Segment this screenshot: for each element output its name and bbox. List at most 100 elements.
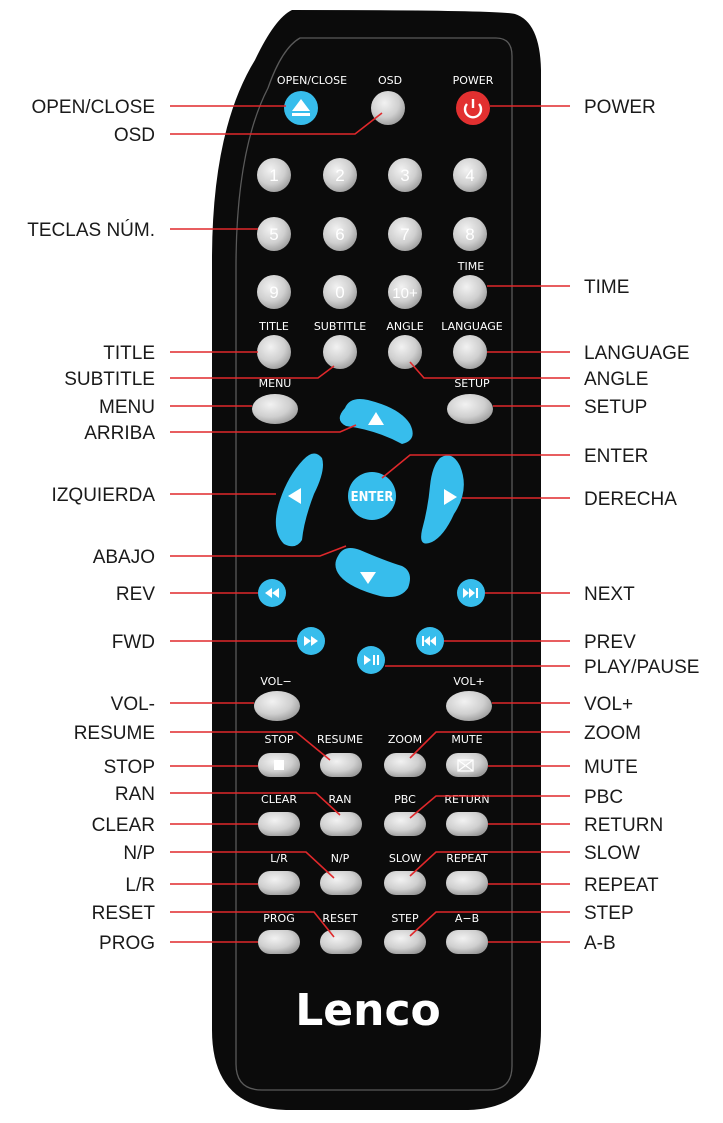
slow-button[interactable] bbox=[384, 871, 426, 895]
time-button[interactable] bbox=[453, 275, 487, 309]
reset-button[interactable] bbox=[320, 930, 362, 954]
lr-label: L/R bbox=[270, 852, 288, 865]
enter-button[interactable]: ENTER bbox=[348, 472, 396, 520]
callout-slow: SLOW bbox=[584, 843, 640, 864]
prog-button[interactable] bbox=[258, 930, 300, 954]
angle-label: ANGLE bbox=[386, 320, 423, 333]
callout-reset: RESET bbox=[92, 903, 156, 924]
zoom-button[interactable] bbox=[384, 753, 426, 777]
step-label: STEP bbox=[391, 912, 419, 925]
number-pad: 1 2 3 4 5 6 7 8 9 0 10+ bbox=[257, 158, 487, 309]
digit-button-8[interactable]: 8 bbox=[453, 217, 487, 251]
callout-teclas-num: TECLAS NÚM. bbox=[27, 219, 155, 241]
next-icon bbox=[463, 588, 469, 598]
angle-button[interactable] bbox=[388, 335, 422, 369]
play-pause-button[interactable] bbox=[357, 646, 385, 674]
power-label: POWER bbox=[453, 74, 494, 87]
left-button[interactable] bbox=[275, 453, 323, 547]
vol-minus-button[interactable] bbox=[254, 691, 300, 721]
prog-label: PROG bbox=[263, 912, 294, 925]
digit-button-5[interactable]: 5 bbox=[257, 217, 291, 251]
subtitle-button[interactable] bbox=[323, 335, 357, 369]
remote-inner-outline bbox=[235, 37, 513, 1091]
next-button[interactable] bbox=[457, 579, 485, 607]
callout-play-pause: PLAY/PAUSE bbox=[584, 657, 699, 678]
vol-plus-label: VOL+ bbox=[453, 675, 484, 688]
rewind-icon bbox=[265, 588, 272, 598]
fwd-button[interactable] bbox=[297, 627, 325, 655]
up-button[interactable] bbox=[339, 399, 413, 444]
callout-vol-plus: VOL+ bbox=[584, 694, 633, 715]
prev-button[interactable] bbox=[416, 627, 444, 655]
callout-repeat: REPEAT bbox=[584, 875, 659, 896]
leader-lines bbox=[170, 105, 570, 943]
callout-language: LANGUAGE bbox=[584, 343, 690, 364]
vol-plus-button[interactable] bbox=[446, 691, 492, 721]
clear-button[interactable] bbox=[258, 812, 300, 836]
lr-button[interactable] bbox=[258, 871, 300, 895]
vol-minus-label: VOL− bbox=[260, 675, 291, 688]
callout-rev: REV bbox=[116, 584, 155, 605]
arrow-up-icon bbox=[368, 412, 384, 425]
callout-ran: RAN bbox=[115, 784, 155, 805]
np-button[interactable] bbox=[320, 871, 362, 895]
callout-osd: OSD bbox=[114, 125, 155, 146]
setup-button[interactable] bbox=[447, 394, 493, 424]
title-button[interactable] bbox=[257, 335, 291, 369]
digit-button-3[interactable]: 3 bbox=[388, 158, 422, 192]
power-button[interactable] bbox=[456, 91, 490, 125]
callout-fwd: FWD bbox=[112, 632, 155, 653]
callout-zoom: ZOOM bbox=[584, 723, 641, 744]
step-button[interactable] bbox=[384, 930, 426, 954]
callout-step: STEP bbox=[584, 903, 634, 924]
time-label: TIME bbox=[457, 260, 484, 273]
callout-open-close: OPEN/CLOSE bbox=[31, 97, 155, 118]
callout-next: NEXT bbox=[584, 584, 635, 605]
language-button[interactable] bbox=[453, 335, 487, 369]
stop-button[interactable] bbox=[258, 753, 300, 777]
zoom-label: ZOOM bbox=[388, 733, 422, 746]
power-icon bbox=[463, 103, 483, 119]
digit-button-2[interactable]: 2 bbox=[323, 158, 357, 192]
digit-button-4[interactable]: 4 bbox=[453, 158, 487, 192]
pbc-label: PBC bbox=[394, 793, 416, 806]
repeat-button[interactable] bbox=[446, 871, 488, 895]
svg-text:8: 8 bbox=[465, 225, 474, 244]
menu-button[interactable] bbox=[252, 394, 298, 424]
digit-button-9[interactable]: 9 bbox=[257, 275, 291, 309]
enter-label: ENTER bbox=[351, 490, 394, 505]
mute-button[interactable] bbox=[446, 753, 488, 777]
digit-button-1[interactable]: 1 bbox=[257, 158, 291, 192]
slow-label: SLOW bbox=[389, 852, 421, 865]
callout-subtitle: SUBTITLE bbox=[64, 369, 155, 390]
stop-icon bbox=[274, 760, 284, 770]
right-button[interactable] bbox=[421, 455, 464, 544]
svg-text:2: 2 bbox=[335, 166, 344, 185]
digit-button-7[interactable]: 7 bbox=[388, 217, 422, 251]
digit-button-6[interactable]: 6 bbox=[323, 217, 357, 251]
down-button[interactable] bbox=[335, 548, 410, 597]
callout-ab: A-B bbox=[584, 933, 616, 954]
pbc-button[interactable] bbox=[384, 812, 426, 836]
language-label: LANGUAGE bbox=[441, 320, 503, 333]
digit-button-0[interactable]: 0 bbox=[323, 275, 357, 309]
rev-button[interactable] bbox=[258, 579, 286, 607]
return-button[interactable] bbox=[446, 812, 488, 836]
svg-text:0: 0 bbox=[335, 283, 344, 302]
osd-button[interactable] bbox=[371, 91, 405, 125]
ran-button[interactable] bbox=[320, 812, 362, 836]
previous-icon bbox=[422, 636, 424, 646]
left-callouts: OPEN/CLOSE OSD TECLAS NÚM. TITLE SUBTITL… bbox=[27, 97, 155, 954]
svg-text:1: 1 bbox=[269, 166, 278, 185]
np-label: N/P bbox=[331, 852, 350, 865]
eject-icon bbox=[292, 99, 310, 111]
digit-button-10plus[interactable]: 10+ bbox=[388, 275, 422, 309]
title-label: TITLE bbox=[258, 320, 289, 333]
resume-button[interactable] bbox=[320, 753, 362, 777]
open-close-button[interactable] bbox=[284, 91, 318, 125]
callout-title: TITLE bbox=[103, 343, 155, 364]
subtitle-label: SUBTITLE bbox=[314, 320, 366, 333]
callout-return: RETURN bbox=[584, 815, 663, 836]
return-label: RETURN bbox=[444, 793, 489, 806]
ab-button[interactable] bbox=[446, 930, 488, 954]
